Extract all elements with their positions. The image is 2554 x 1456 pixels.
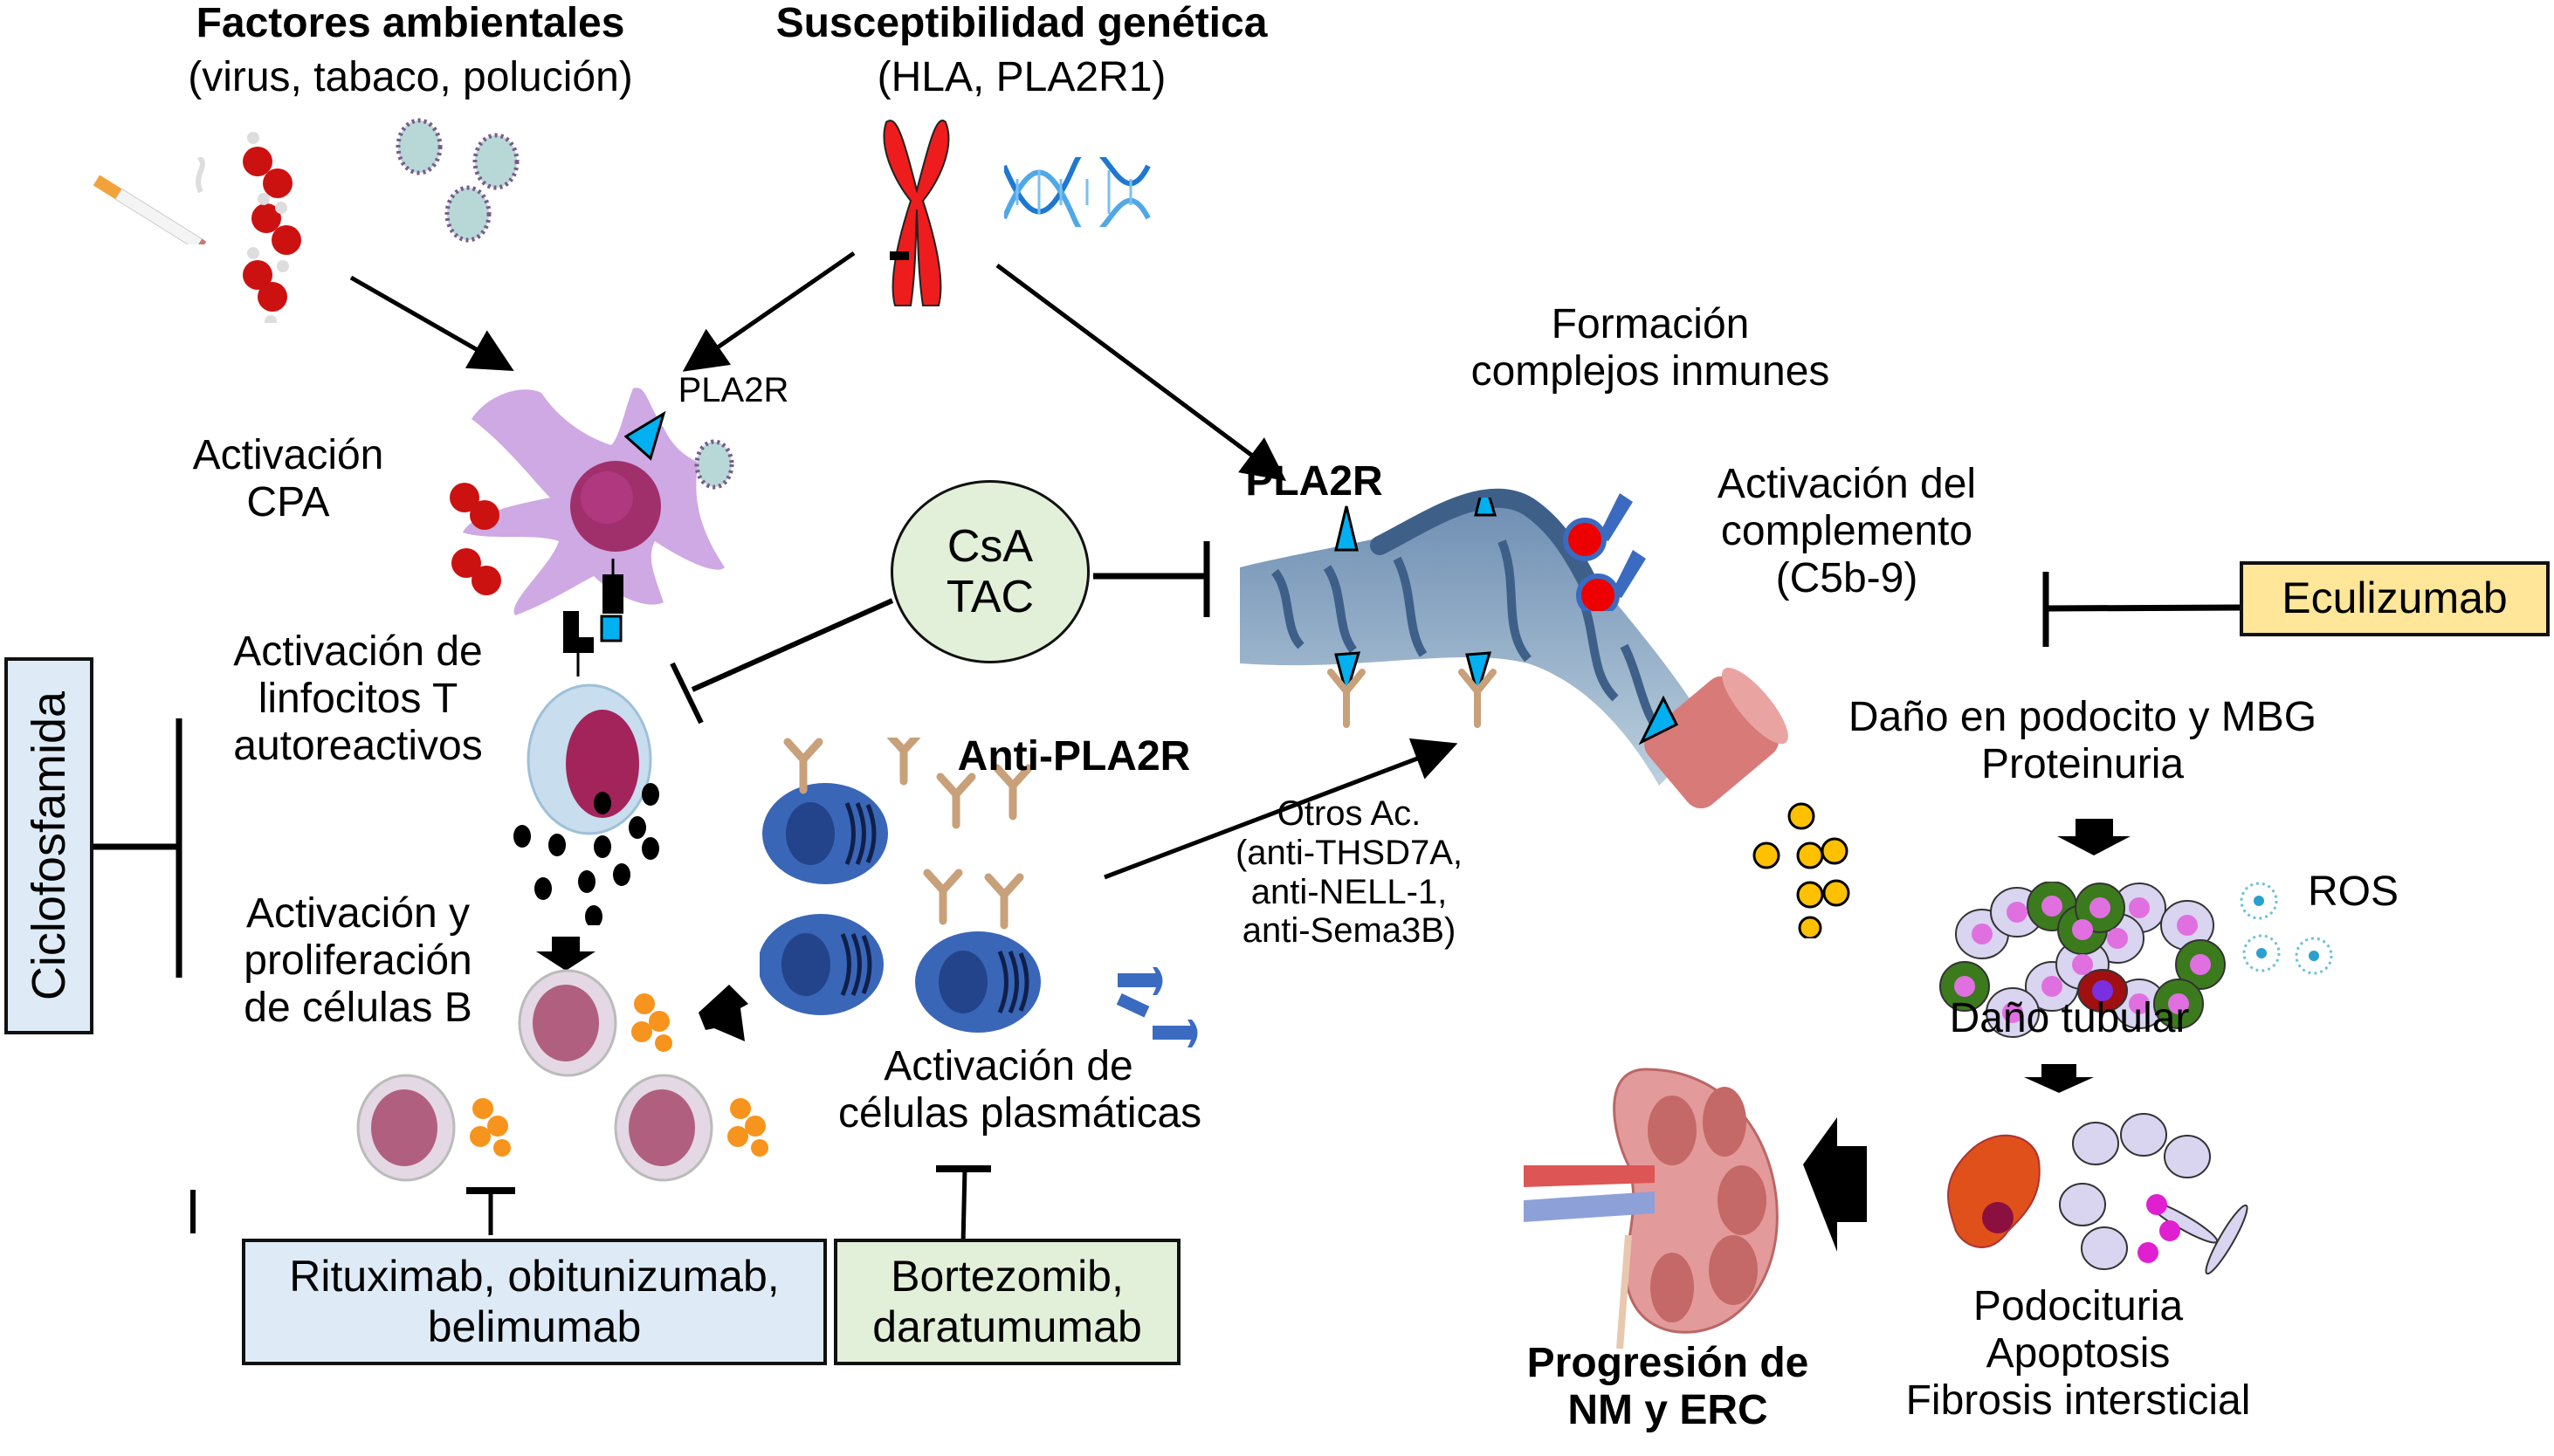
t-cell-activation-label: Activación de linfocitos T autoreactivos <box>233 628 483 769</box>
tubular-damage-label: Daño tubular <box>1949 995 2190 1041</box>
cytokines-icon <box>513 783 659 925</box>
pla2r-antigens-icon <box>1327 498 1679 745</box>
arrow-antibodies-to-podocyte <box>1104 738 1458 880</box>
virus-icon <box>694 439 734 490</box>
kidney-icon <box>1524 1068 1779 1349</box>
virus-icon <box>396 118 520 243</box>
pla2r-antigen-marker-icon <box>624 410 666 461</box>
anti-plasma-cell-therapy-label: Bortezomib, daratumumab <box>872 1252 1142 1351</box>
arrow-genetic-to-apc <box>682 251 856 372</box>
block-arrow-bcell-to-plasma <box>699 985 748 1041</box>
pollution-molecules-icon <box>450 483 501 595</box>
antigen-presenting-cell-icon <box>463 388 725 615</box>
ros-icon <box>2240 882 2333 975</box>
eculizumab-label: Eculizumab <box>2282 573 2508 623</box>
genetic-susceptibility-title: Susceptibilidad genética <box>775 0 1268 46</box>
other-antibodies-label: Otros Ac. (anti-THSD7A, anti-NELL-1, ant… <box>1235 794 1463 951</box>
arrow-genetic-to-podocyte <box>995 263 1287 481</box>
proteins-icon <box>1752 802 1850 938</box>
inhibit-line-csa-to-tcells <box>691 598 894 692</box>
immune-complex-label: Formación complejos inmunes <box>1470 301 1830 395</box>
block-arrow-tcell-to-bcell <box>536 937 595 971</box>
complement-c5b9-icon <box>1563 493 1646 611</box>
arrow-environment-to-apc <box>349 275 514 371</box>
b-lymphocyte-icon <box>518 969 672 1077</box>
inhibit-stem-plasma <box>960 1168 967 1245</box>
b-lymphocyte-icon <box>614 1074 768 1182</box>
inhibit-bar-tcells <box>670 662 704 725</box>
plasma-cells-icon <box>760 783 1041 1033</box>
environmental-factors-title: Factores ambientales <box>196 0 625 46</box>
antibodies-icon <box>783 738 1033 930</box>
complement-activation-label: Activación del complemento (C5b-9) <box>1717 461 1977 601</box>
b-lymphocyte-icon <box>356 1074 511 1182</box>
apc-activation-label: Activación CPA <box>192 432 384 525</box>
anti-b-cell-therapy-box: Rituximab, obitunizumab, belimumab <box>242 1239 827 1365</box>
calcineurin-inhibitor-label: CsA TAC <box>946 520 1035 622</box>
cigarette-icon <box>93 157 207 244</box>
tubule-cross-section-icon <box>1939 882 2226 1038</box>
b-cell-activation-label: Activación y proliferación de células B <box>244 890 472 1031</box>
outcomes-label: Podocituria Apoptosis Fibrosis interstic… <box>1905 1283 2251 1424</box>
anti-plasma-cell-therapy-box: Bortezomib, daratumumab <box>834 1239 1181 1365</box>
chromosome-icon <box>883 120 950 306</box>
apc-antigen-label: PLA2R <box>678 371 789 409</box>
progression-label: Progresión de NM y ERC <box>1526 1340 1809 1433</box>
anti-pla2r-antibody-label: Anti-PLA2R <box>957 733 1191 780</box>
cyclophosphamide-label: Ciclofosfamida <box>22 690 75 1001</box>
pollution-molecules-icon <box>243 132 301 323</box>
anti-b-cell-therapy-label: Rituximab, obitunizumab, belimumab <box>289 1252 780 1351</box>
podocyte-damage-label: Daño en podocito y MBG Proteinuria <box>1848 694 2317 787</box>
other-antibodies-icon <box>1116 967 1198 1047</box>
plasma-cell-activation-label: Activación de células plasmáticas <box>838 1043 1202 1137</box>
t-lymphocyte-icon <box>527 683 652 835</box>
block-arrow-proteinuria-down <box>2057 819 2131 855</box>
tubular-injury-icon <box>1947 1113 2248 1274</box>
eculizumab-box: Eculizumab <box>2240 561 2550 636</box>
genetic-susceptibility-examples: (HLA, PLA2R1) <box>877 54 1167 100</box>
environmental-factors-examples: (virus, tabaco, polución) <box>188 54 633 100</box>
calcineurin-inhibitor-circle: CsA TAC <box>891 480 1090 663</box>
block-arrow-to-kidney <box>1803 1117 1867 1252</box>
podocyte-antigen-label: PLA2R <box>1245 458 1383 505</box>
ros-label: ROS <box>2307 869 2399 915</box>
tcr-mhc-binding-icon <box>563 559 623 676</box>
dna-helix-icon <box>1004 157 1151 227</box>
cyclophosphamide-box: Ciclofosfamida <box>4 657 93 1034</box>
block-arrow-tubular-down <box>2024 1064 2094 1093</box>
